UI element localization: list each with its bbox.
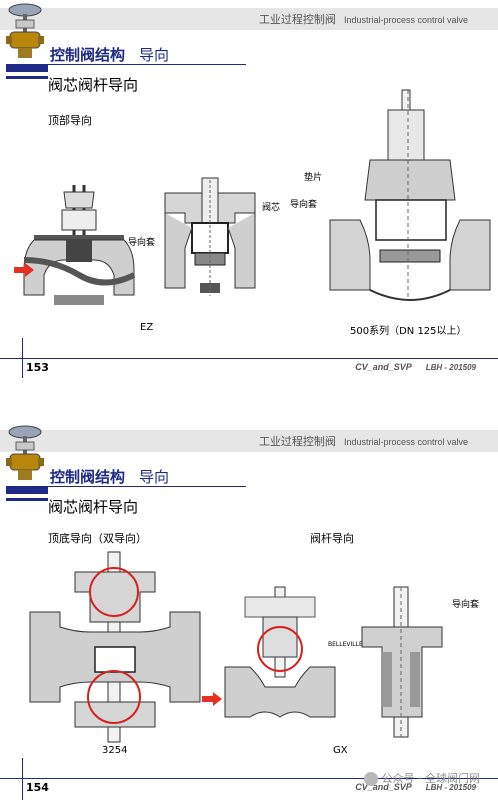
caption-500-series: 500系列（DN 125以上） bbox=[350, 326, 467, 337]
valve-logo-icon bbox=[6, 3, 44, 58]
section-title: 控制阀结构导向 bbox=[50, 466, 169, 487]
section-title-sub: 导向 bbox=[139, 468, 170, 486]
subtitle-stem-guide: 阀杆导向 bbox=[310, 532, 354, 545]
wechat-icon bbox=[363, 772, 378, 786]
label-guide-sleeve-right: 导向套 bbox=[290, 200, 318, 210]
accent-bar-thin bbox=[6, 498, 48, 501]
slide-title: 阀芯阀杆导向 bbox=[48, 76, 139, 94]
header-cn: 工业过程控制阀 bbox=[258, 435, 336, 448]
footer-cv-svp: CV_and_SVP bbox=[355, 362, 412, 372]
label-guide-sleeve: 导向套 bbox=[128, 238, 156, 248]
footer-lbh: LBH - 201509 bbox=[425, 363, 476, 372]
header-title: 工业过程控制阀 Industrial-process control valve bbox=[259, 11, 468, 27]
accent-bar bbox=[6, 64, 48, 72]
caption-gx: GX bbox=[333, 745, 348, 756]
section-underline bbox=[48, 64, 246, 65]
gx-valve-diagram bbox=[224, 586, 336, 737]
page-number: 154 bbox=[26, 781, 49, 794]
footer-line bbox=[0, 778, 498, 779]
ez-plug-detail-diagram bbox=[160, 177, 260, 298]
section-title-main: 控制阀结构 bbox=[50, 468, 126, 486]
caption-ez: EZ bbox=[140, 322, 154, 333]
footer-right-text: CV_and_SVP LBH - 201509 bbox=[355, 362, 476, 372]
3254-valve-diagram bbox=[29, 551, 201, 743]
label-plug: 阀芯 bbox=[262, 203, 281, 213]
header-en: Industrial-process control valve bbox=[343, 15, 468, 25]
header-en: Industrial-process control valve bbox=[343, 437, 468, 447]
slide-gap bbox=[0, 378, 498, 422]
watermark-text: 公众号 · 全球阀门网 bbox=[381, 772, 481, 785]
header-cn: 工业过程控制阀 bbox=[258, 13, 336, 26]
footer-right-text: CV_and_SVP LBH - 201509 bbox=[355, 782, 476, 792]
valve-logo-icon bbox=[6, 425, 44, 480]
accent-bar bbox=[6, 486, 48, 494]
footer-lbh: LBH - 201509 bbox=[425, 783, 476, 792]
ez-valve-diagram bbox=[14, 180, 144, 310]
500-series-valve-diagram bbox=[329, 89, 491, 310]
accent-bar-thin bbox=[6, 76, 48, 79]
header-bar bbox=[0, 8, 498, 30]
section-underline bbox=[48, 486, 246, 487]
red-flow-arrow-icon bbox=[14, 263, 34, 277]
header-title: 工业过程控制阀 Industrial-process control valve bbox=[259, 433, 468, 449]
section-title-sub: 导向 bbox=[139, 46, 170, 64]
header-bar bbox=[0, 430, 498, 452]
caption-3254: 3254 bbox=[102, 745, 128, 756]
watermark: 公众号 · 全球阀门网 bbox=[363, 770, 481, 786]
footer-vertical-line bbox=[22, 758, 23, 800]
section-title: 控制阀结构导向 bbox=[50, 44, 169, 65]
slide-title: 阀芯阀杆导向 bbox=[48, 498, 139, 516]
label-guide-sleeve: 导向套 bbox=[452, 600, 480, 610]
section-title-main: 控制阀结构 bbox=[50, 46, 126, 64]
footer-cv-svp: CV_and_SVP bbox=[355, 782, 412, 792]
subtitle-top-guide: 顶部导向 bbox=[48, 114, 92, 127]
footer-line bbox=[0, 358, 498, 359]
subtitle-double-guide: 顶底导向（双导向） bbox=[48, 532, 147, 545]
red-flow-arrow-icon bbox=[202, 692, 222, 706]
stem-guide-detail-diagram bbox=[352, 586, 452, 738]
label-gasket: 垫片 bbox=[304, 173, 323, 183]
label-belleville: BELLEVILLE bbox=[328, 641, 363, 648]
page-number: 153 bbox=[26, 361, 49, 374]
